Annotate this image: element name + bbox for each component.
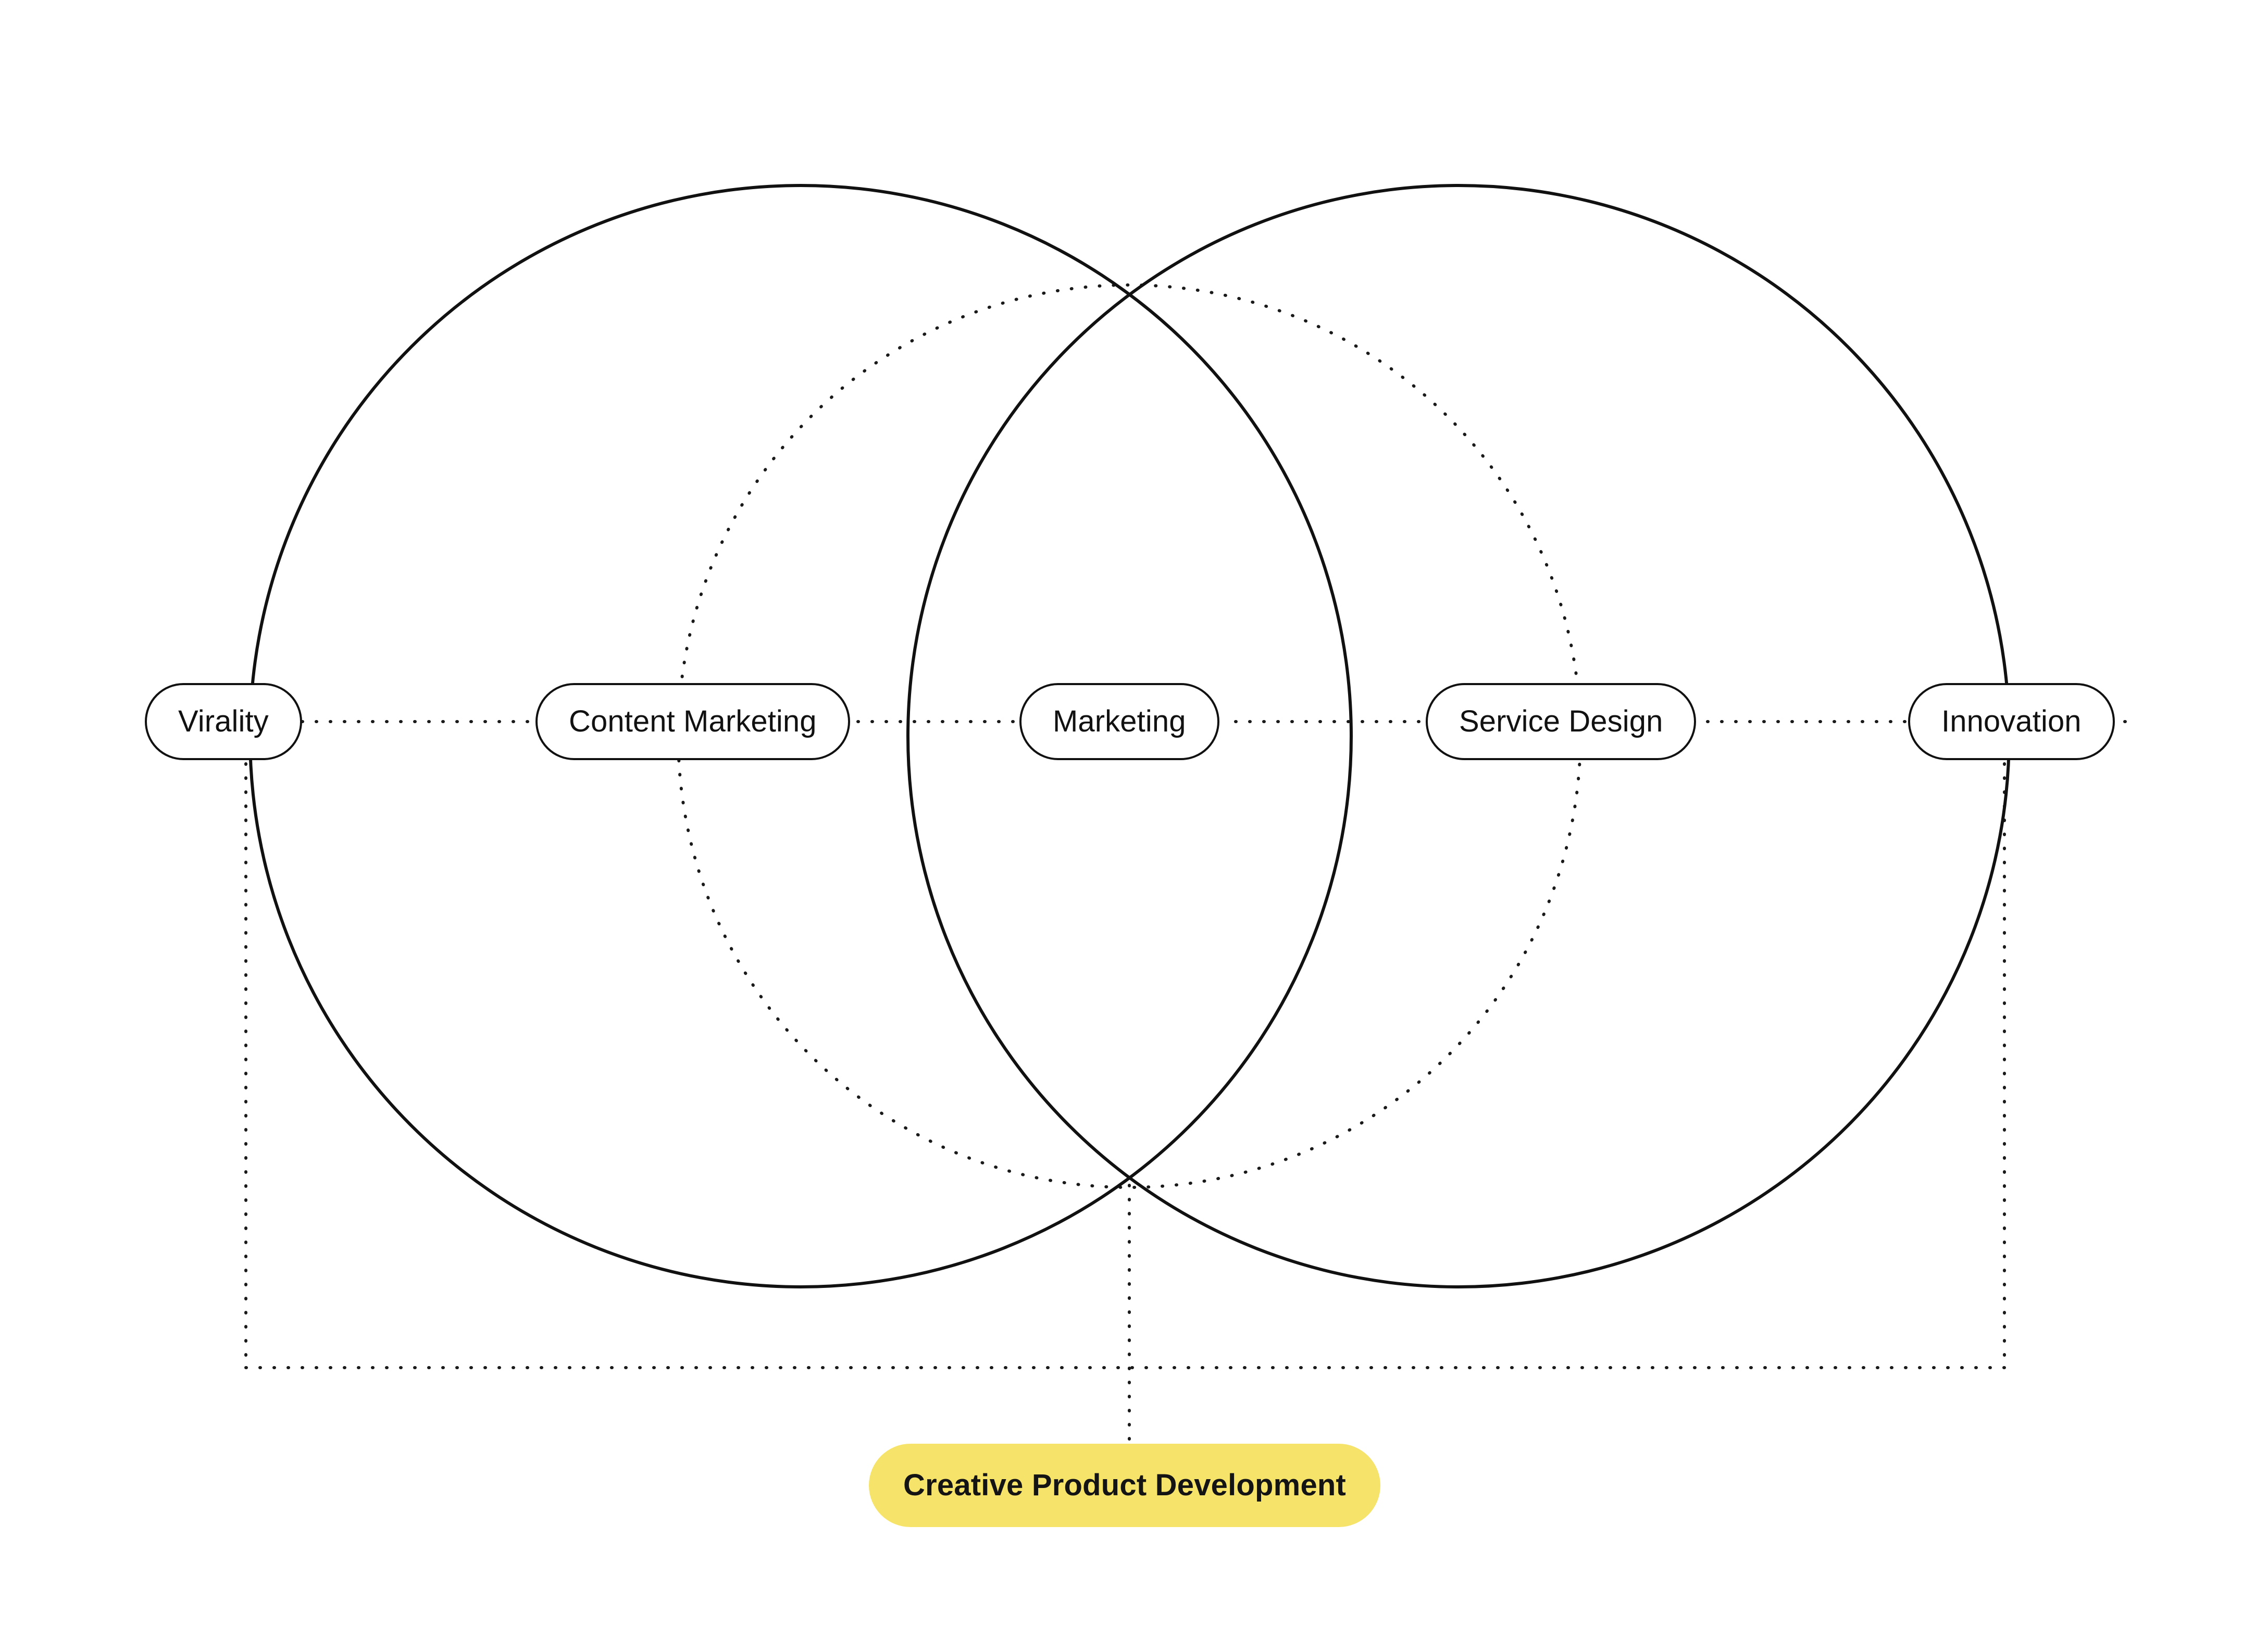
node-virality[interactable]: Virality: [145, 683, 302, 760]
node-virality-label: Virality: [178, 704, 269, 738]
node-content-marketing[interactable]: Content Marketing: [535, 683, 850, 760]
node-content-marketing-label: Content Marketing: [569, 704, 817, 738]
node-marketing-label: Marketing: [1053, 704, 1186, 738]
outcome-label: Creative Product Development: [903, 1468, 1347, 1502]
node-service-design[interactable]: Service Design: [1426, 683, 1697, 760]
node-innovation[interactable]: Innovation: [1908, 683, 2115, 760]
node-marketing[interactable]: Marketing: [1019, 683, 1219, 760]
node-service-design-label: Service Design: [1459, 704, 1663, 738]
bracket-group: [244, 720, 2006, 1369]
outcome-creative-product-development[interactable]: Creative Product Development: [869, 1444, 1381, 1527]
node-innovation-label: Innovation: [1941, 704, 2082, 738]
